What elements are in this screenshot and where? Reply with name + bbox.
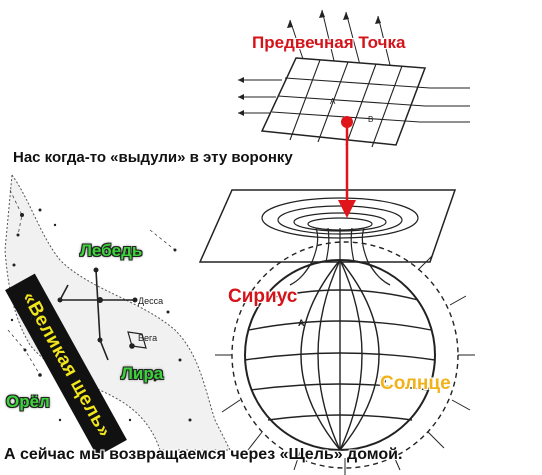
sphere-mark-a: A (298, 318, 305, 328)
plane-mark-b: B (368, 115, 373, 124)
plane-mark-a: A (330, 97, 336, 106)
star-map (4, 173, 231, 451)
caption-bottom: А сейчас мы возвращаемся через «Щель» до… (4, 446, 403, 463)
cygnus-label: Лебедь (80, 241, 143, 260)
globe (215, 241, 475, 475)
lyra-figure (127, 331, 147, 349)
top-plane-arrowheads (238, 10, 381, 116)
map-label-vega: Вега (138, 333, 158, 343)
sirius-label: Сириус (228, 286, 298, 307)
funnel-plane (198, 189, 457, 263)
sphere-mark-b: B (380, 375, 387, 385)
star-map-stars (10, 208, 192, 422)
funnel-neck (311, 227, 369, 263)
aquila-label: Орёл (6, 392, 50, 411)
top-plane-arrows (238, 79, 470, 123)
primordial-point-label: Предвечная Точка (252, 33, 406, 52)
descent-arrow (338, 116, 356, 218)
globe-outer-dashed (231, 241, 459, 469)
cygnus-cross (59, 269, 135, 361)
caption-top: Нас когда-то «выдули» в эту воронку (13, 149, 293, 166)
sun-label: Солнце (380, 373, 451, 394)
great-rift-band-rect (5, 273, 127, 457)
star-map-band (4, 173, 231, 451)
great-rift-band (5, 273, 127, 457)
lyra-label: Лира (121, 364, 164, 383)
map-label-deneb: Десса (138, 296, 164, 306)
map-label-lyra: Ле (30, 312, 41, 322)
globe-meridians (300, 259, 380, 451)
top-plane (238, 9, 470, 148)
primordial-point-dot (341, 116, 353, 128)
globe-rays (215, 255, 475, 475)
funnel-plane-quad (198, 189, 457, 263)
